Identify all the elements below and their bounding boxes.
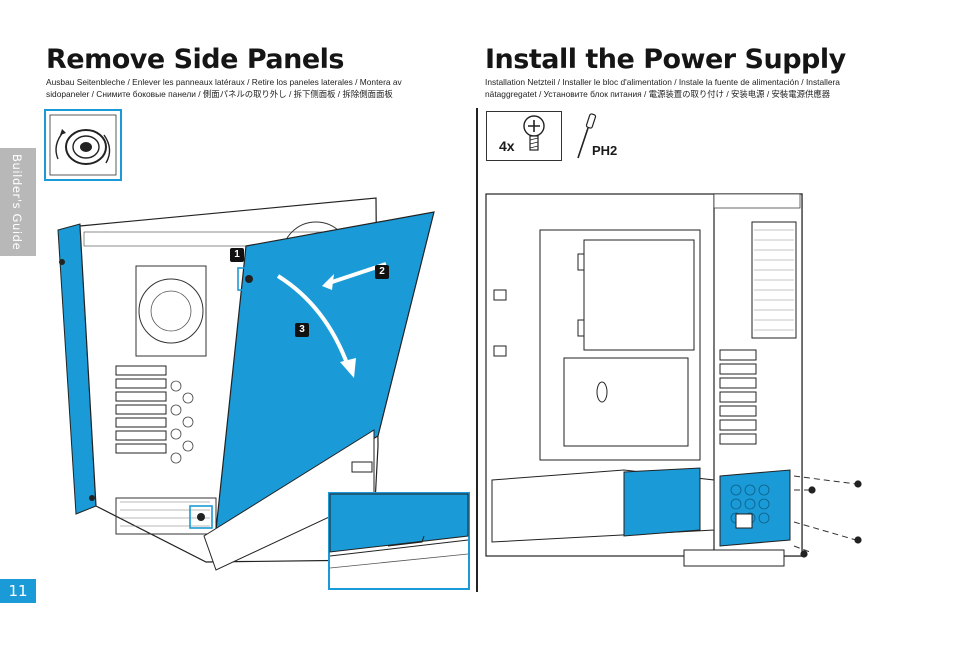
case-psu-illustration xyxy=(485,193,862,567)
step-badge-3: 3 xyxy=(295,323,309,337)
screw-icon xyxy=(523,115,545,151)
right-title: Install the Power Supply xyxy=(485,44,846,75)
step-badge-1: 1 xyxy=(230,248,244,262)
right-subtitle-line1: Installation Netzteil / Installer le blo… xyxy=(485,77,840,87)
screwdriver-type: PH2 xyxy=(592,143,618,158)
right-subtitle: Installation Netzteil / Installer le blo… xyxy=(485,76,840,100)
side-tab-label: Builder's Guide xyxy=(10,154,24,251)
column-divider xyxy=(476,108,478,592)
screw-quantity: 4x xyxy=(499,138,515,154)
left-subtitle-line2: sidopaneler / Снимите боковые панели / 側… xyxy=(46,89,393,99)
side-tab: Builder's Guide xyxy=(0,148,36,256)
step-badge-2: 2 xyxy=(375,265,389,279)
left-title: Remove Side Panels xyxy=(46,44,344,75)
case-side-panel-illustration xyxy=(57,197,435,571)
screw-count-box xyxy=(486,111,562,161)
panel-clip-detail-inset xyxy=(328,492,470,590)
left-subtitle-line1: Ausbau Seitenbleche / Enlever les pannea… xyxy=(46,77,402,87)
thumbscrew-icon xyxy=(44,109,122,181)
screwdriver-icon xyxy=(577,113,597,159)
page-number: 11 xyxy=(0,579,36,603)
right-subtitle-line2: nätaggregatet / Установите блок питания … xyxy=(485,89,831,99)
left-subtitle: Ausbau Seitenbleche / Enlever les pannea… xyxy=(46,76,402,100)
